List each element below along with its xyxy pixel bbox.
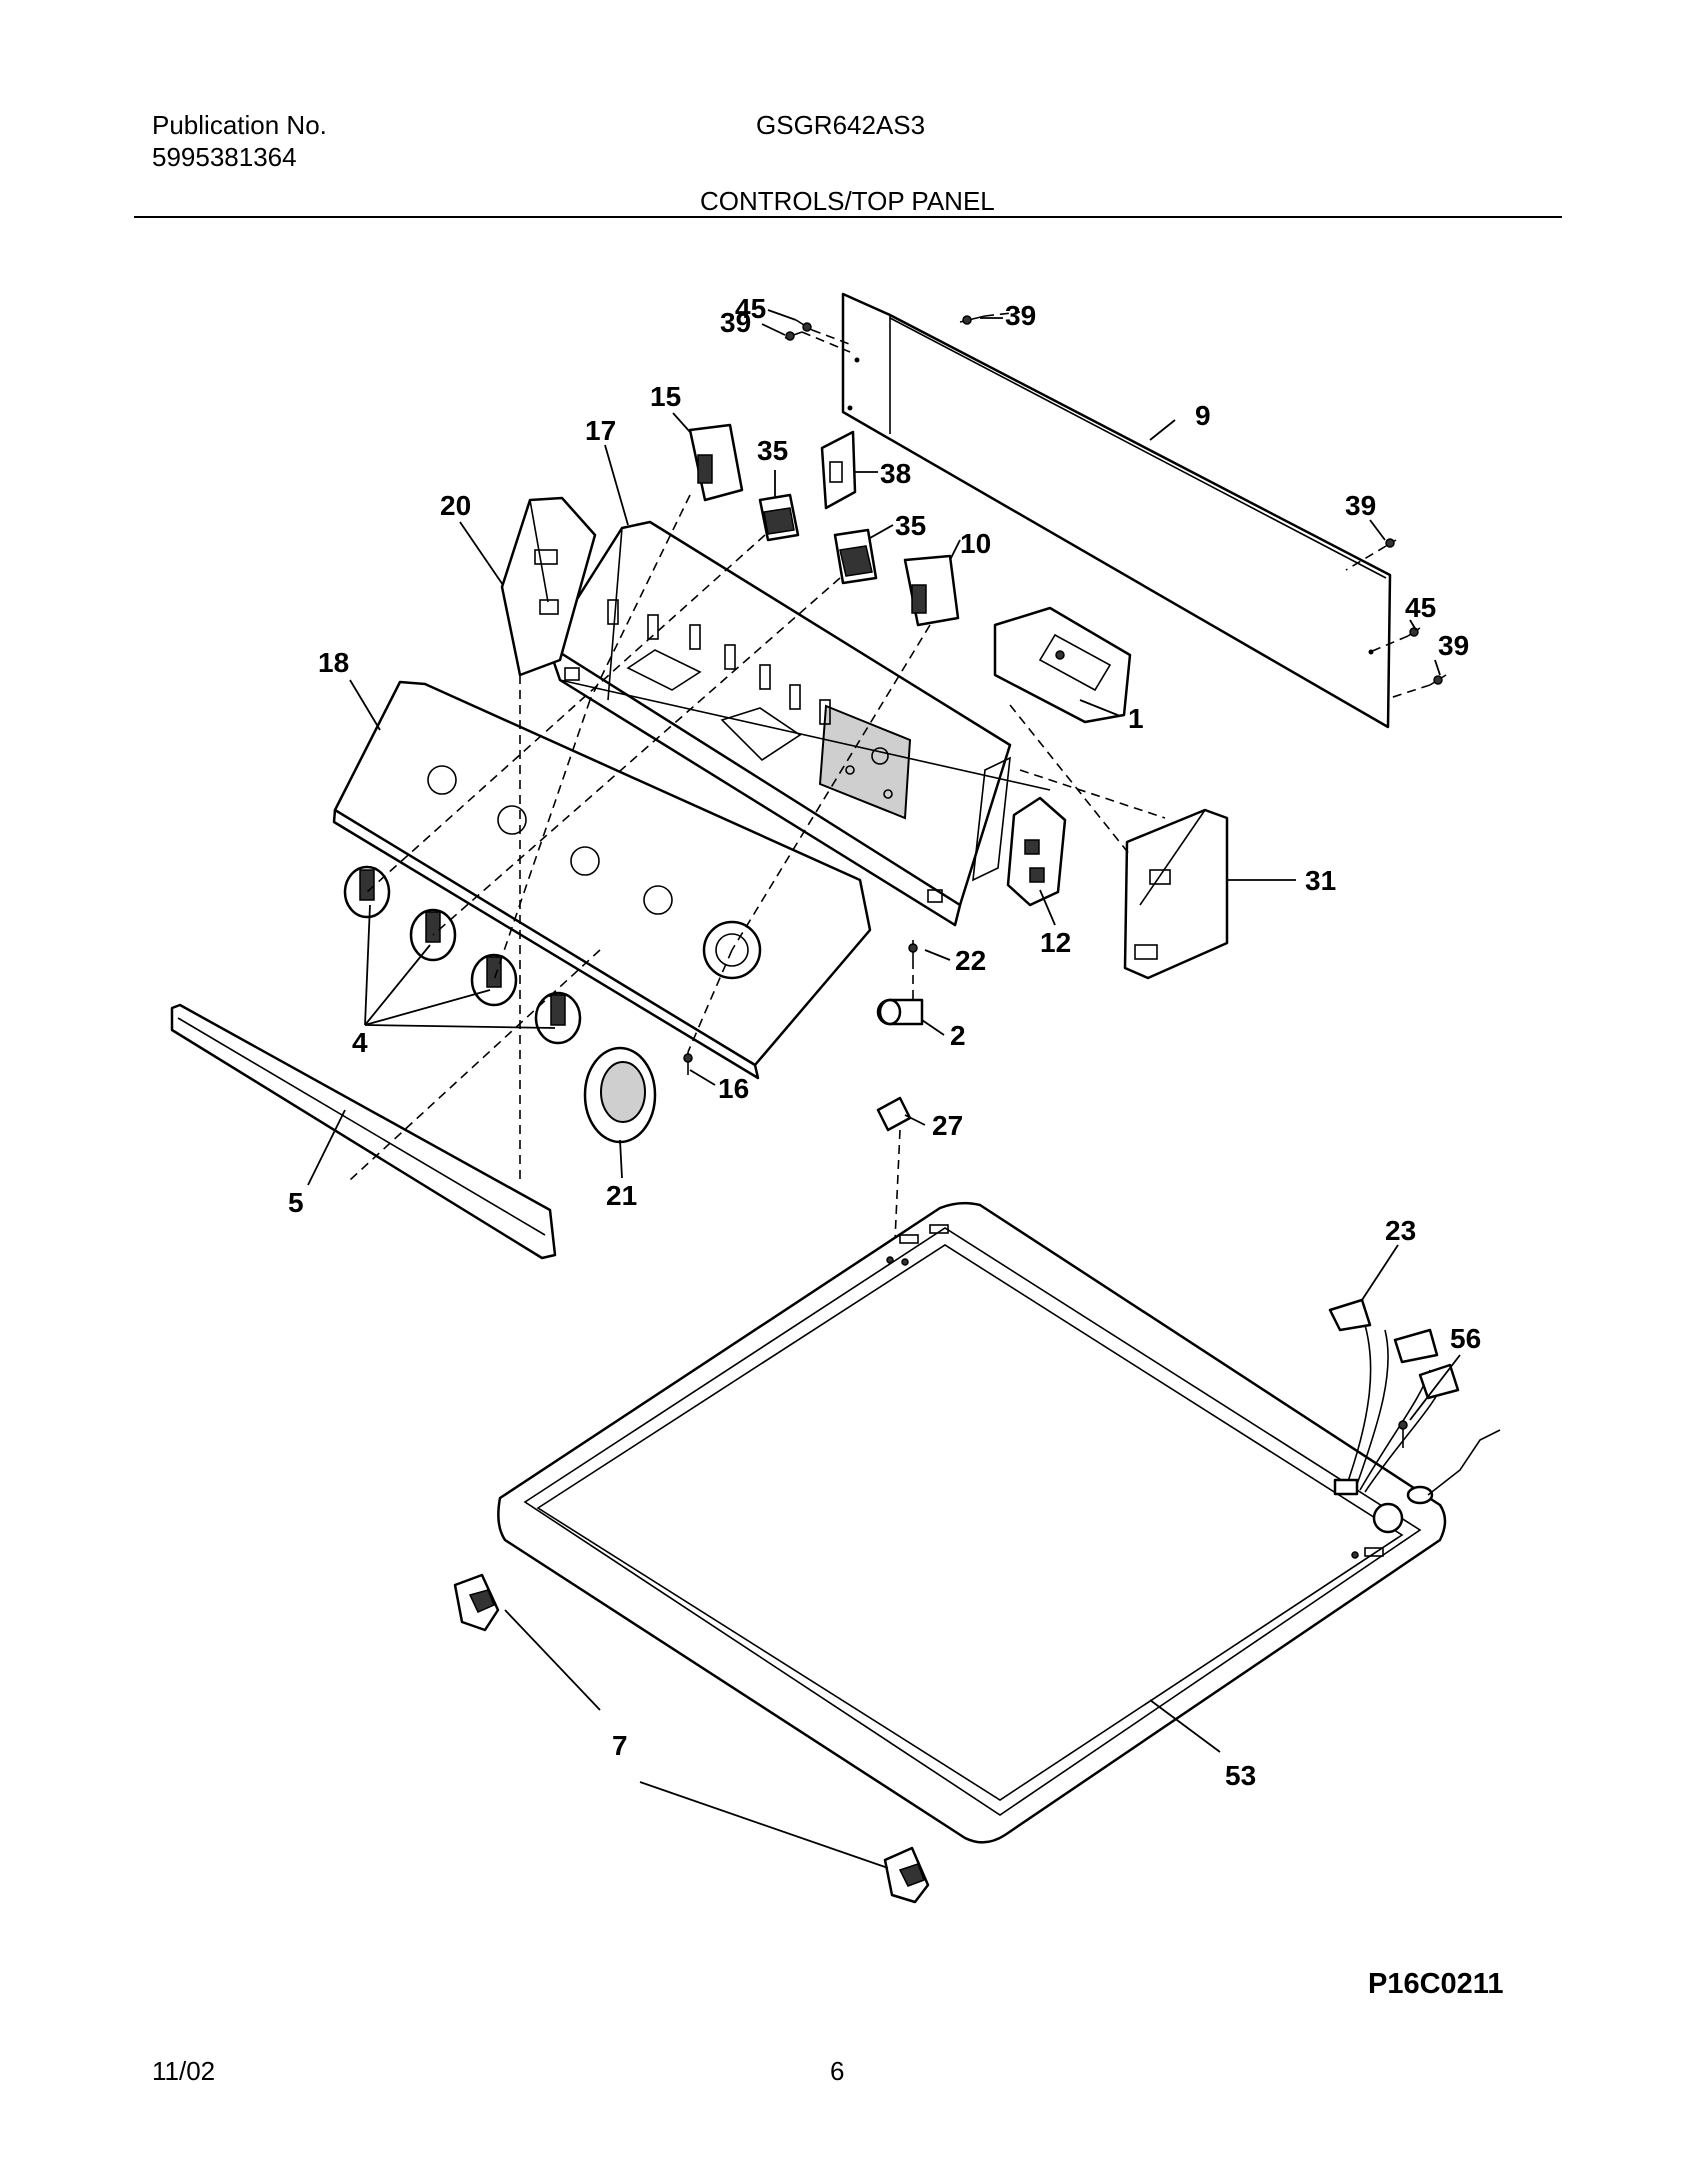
ground-screw-part-56 — [1398, 1420, 1501, 1505]
screws — [784, 311, 1447, 699]
foot-part-7-upper — [453, 1573, 500, 1632]
figure-code: P16C0211 — [1368, 1968, 1504, 2000]
callout-27: 27 — [932, 1110, 963, 1141]
callout-39-lower-right: 39 — [1438, 630, 1469, 661]
page-number: 6 — [830, 2056, 845, 2086]
callout-1: 1 — [1128, 703, 1144, 734]
header-rule — [134, 216, 1562, 218]
bushing-part-2-icon — [876, 998, 924, 1026]
screw-39-right-icon — [1385, 538, 1397, 548]
bracket-part-12 — [1006, 796, 1067, 907]
callout-45-right: 45 — [1405, 592, 1436, 623]
screw-45-right-icon — [1407, 627, 1421, 637]
switch-part-38 — [820, 430, 857, 510]
small-hardware — [683, 940, 924, 1132]
callout-39-right: 39 — [1345, 490, 1376, 521]
knob-1-icon — [343, 865, 391, 919]
switch-slots-icon — [607, 599, 831, 725]
callout-10: 10 — [960, 528, 991, 559]
bracket-part-1 — [993, 606, 1132, 724]
publication-number: 5995381364 — [152, 142, 297, 172]
section-title: CONTROLS/TOP PANEL — [700, 186, 995, 216]
right-end-cap-part-31 — [1123, 808, 1229, 980]
callout-2: 2 — [950, 1020, 966, 1051]
callouts: 45 39 39 15 17 35 38 9 20 35 10 39 45 39… — [288, 293, 1481, 1791]
wire-harness-part-23 — [1328, 1298, 1460, 1496]
screw-45-top-icon — [795, 319, 813, 332]
callout-38: 38 — [880, 458, 911, 489]
switch-part-10 — [903, 554, 960, 627]
screw-39-lower-right-icon — [1429, 674, 1447, 686]
callout-23: 23 — [1385, 1215, 1416, 1246]
top-panel-part-53 — [497, 1201, 1447, 1844]
callout-35-upper: 35 — [757, 435, 788, 466]
publication-label: Publication No. — [152, 110, 327, 140]
callout-45-top: 45 — [735, 293, 766, 324]
callout-7: 7 — [612, 1730, 628, 1761]
knob-4-icon — [534, 991, 582, 1045]
timer-knob-part-21 — [583, 1046, 657, 1144]
callout-4: 4 — [352, 1027, 368, 1058]
screw-part-22-icon — [908, 940, 918, 960]
trim-strip-part-5 — [170, 1003, 557, 1260]
switch-part-15 — [688, 423, 744, 502]
callout-53: 53 — [1225, 1760, 1256, 1791]
callout-39-left: 39 — [720, 307, 751, 338]
switch-block-part-35-upper — [758, 493, 800, 542]
screw-39-left-icon — [784, 331, 803, 341]
callout-35-lower: 35 — [895, 510, 926, 541]
callout-31: 31 — [1305, 865, 1336, 896]
callout-20: 20 — [440, 490, 471, 521]
callout-39-top-right: 39 — [1005, 300, 1036, 331]
front-control-panel-part-18 — [332, 680, 872, 1080]
switch-block-part-35-lower — [833, 528, 878, 585]
callout-15: 15 — [650, 381, 681, 412]
callout-12: 12 — [1040, 927, 1071, 958]
screw-39-top-right-icon — [959, 315, 986, 325]
leader-lines — [307, 309, 1461, 1869]
screw-part-16-icon — [683, 1052, 693, 1075]
knob-3-icon — [470, 953, 518, 1007]
callout-17: 17 — [585, 415, 616, 446]
callout-18: 18 — [318, 647, 349, 678]
callout-22: 22 — [955, 945, 986, 976]
callout-56: 56 — [1450, 1323, 1481, 1354]
callout-21: 21 — [606, 1180, 637, 1211]
callout-5: 5 — [288, 1187, 304, 1218]
callout-16: 16 — [718, 1073, 749, 1104]
clip-part-27-icon — [876, 1096, 912, 1132]
footer-date: 11/02 — [152, 2056, 216, 2086]
assembly-lines — [349, 494, 1166, 1241]
model-number: GSGR642AS3 — [756, 110, 926, 140]
foot-part-7-lower — [883, 1846, 930, 1904]
control-console-part-17 — [546, 520, 1051, 927]
callout-9: 9 — [1195, 400, 1211, 431]
rear-panel-part-9 — [841, 292, 1392, 729]
